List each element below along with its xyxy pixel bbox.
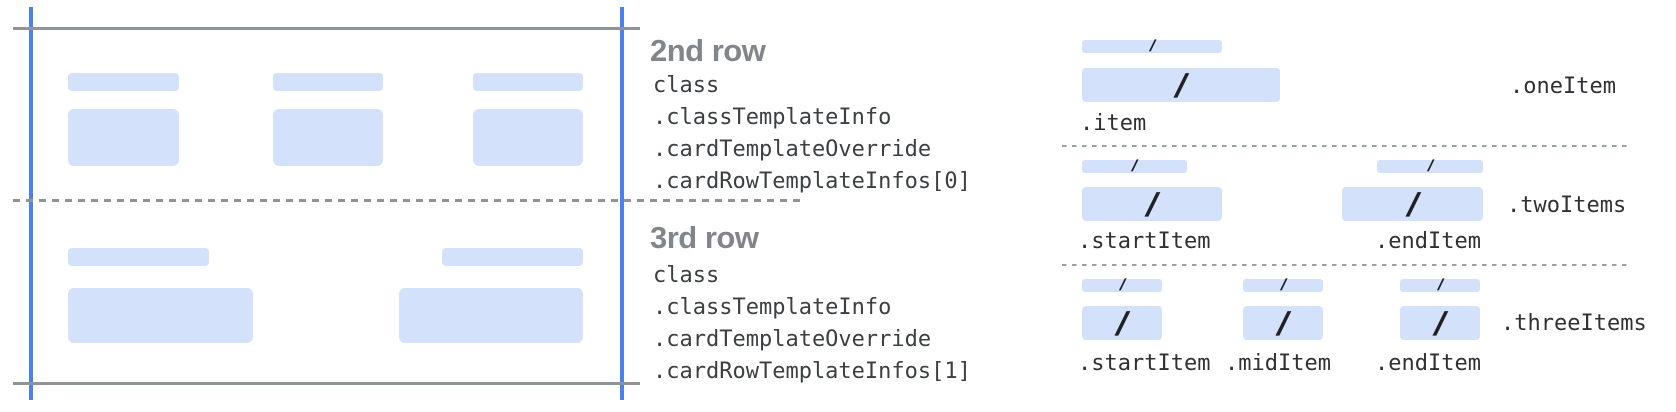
- field-value-placeholder: [473, 109, 583, 166]
- slash-placeholder-glyph: /: [1115, 304, 1129, 342]
- slash-placeholder-glyph: /: [1405, 185, 1420, 223]
- start-item-label: .startItem: [1078, 229, 1211, 254]
- card-top-edge-line: [13, 27, 640, 30]
- code-line: .classTemplateInfo: [653, 295, 892, 320]
- item-value-placeholder-bar: /: [1082, 185, 1222, 223]
- left-margin-guide-line: [29, 7, 33, 400]
- field-label-placeholder: [473, 73, 583, 91]
- one-item-container-label: .oneItem: [1510, 74, 1616, 99]
- item-value-placeholder-bar: /: [1082, 66, 1280, 104]
- code-line: .cardRowTemplateInfos[1]: [653, 359, 971, 384]
- slash-placeholder-glyph: /: [1118, 277, 1126, 294]
- right-margin-guide-line: [620, 7, 624, 400]
- two-items-container-label: .twoItems: [1507, 193, 1627, 218]
- item-value-placeholder-bar: /: [1342, 185, 1483, 223]
- code-line: class: [653, 73, 720, 98]
- item-value-placeholder-bar: /: [1082, 304, 1162, 342]
- third-row-heading: 3rd row: [650, 220, 759, 255]
- field-value-placeholder: [399, 288, 583, 343]
- code-line: .cardRowTemplateInfos[0]: [653, 169, 971, 194]
- field-value-placeholder: [68, 109, 179, 166]
- row-divider-dashed-line: [13, 199, 800, 202]
- slash-placeholder-glyph: /: [1174, 66, 1188, 104]
- field-value-placeholder: [68, 288, 253, 343]
- third-row-class-path: class .classTemplateInfo .cardTemplateOv…: [653, 260, 971, 388]
- slash-placeholder-glyph: /: [1148, 38, 1156, 55]
- slash-placeholder-glyph: /: [1433, 304, 1447, 342]
- slash-placeholder-glyph: /: [1436, 277, 1444, 294]
- code-line: class: [653, 263, 720, 288]
- row-separator-dotted-line: [1062, 145, 1631, 147]
- item-label-placeholder-bar: /: [1082, 158, 1187, 175]
- code-line: .classTemplateInfo: [653, 105, 892, 130]
- item-label: .item: [1080, 111, 1147, 136]
- row-separator-dotted-line: [1062, 264, 1631, 266]
- item-label-placeholder-bar: /: [1400, 277, 1480, 294]
- slash-placeholder-glyph: /: [1426, 158, 1434, 175]
- field-label-placeholder: [273, 73, 383, 91]
- field-label-placeholder: [442, 248, 583, 266]
- slash-placeholder-glyph: /: [1276, 304, 1290, 342]
- mid-item-label: .midItem: [1225, 351, 1331, 376]
- slash-placeholder-glyph: /: [1279, 277, 1287, 294]
- item-value-placeholder-bar: /: [1400, 304, 1480, 342]
- field-label-placeholder: [68, 73, 179, 91]
- card-bottom-edge-line: [13, 382, 640, 385]
- item-label-placeholder-bar: /: [1377, 158, 1483, 175]
- field-label-placeholder: [68, 248, 209, 266]
- start-item-label: .startItem: [1078, 351, 1211, 376]
- end-item-label: .endItem: [1375, 351, 1481, 376]
- item-value-placeholder-bar: /: [1243, 304, 1323, 342]
- slash-placeholder-glyph: /: [1145, 185, 1159, 223]
- end-item-label: .endItem: [1375, 229, 1481, 254]
- second-row-class-path: class .classTemplateInfo .cardTemplateOv…: [653, 70, 971, 198]
- code-line: .cardTemplateOverride: [653, 137, 932, 162]
- item-label-placeholder-bar: /: [1082, 38, 1222, 55]
- slash-placeholder-glyph: /: [1131, 158, 1138, 175]
- field-value-placeholder: [273, 109, 383, 166]
- code-line: .cardTemplateOverride: [653, 327, 932, 352]
- item-label-placeholder-bar: /: [1082, 277, 1162, 294]
- item-label-placeholder-bar: /: [1243, 277, 1323, 294]
- second-row-heading: 2nd row: [650, 33, 766, 68]
- three-items-container-label: .threeItems: [1501, 311, 1647, 336]
